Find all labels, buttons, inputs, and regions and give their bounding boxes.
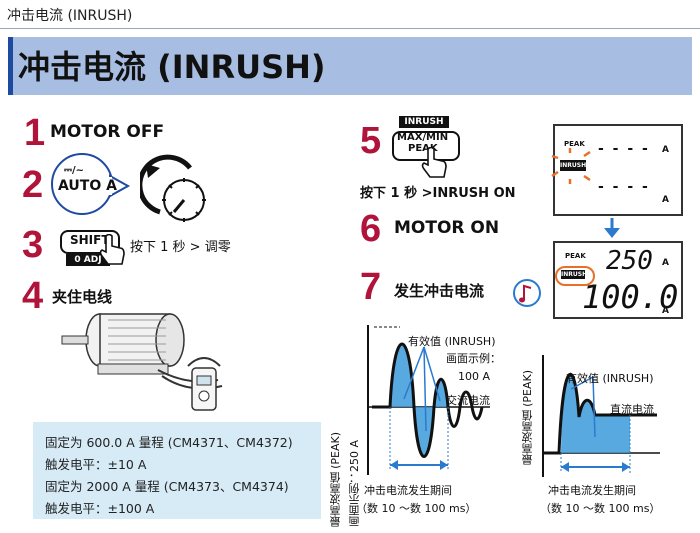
lcd-peak-label: PEAK [565,252,586,260]
ac-rms-example-value: 100 A [458,370,491,383]
step-5-number: 5 [360,120,382,162]
rotary-knob-icon [140,154,206,222]
lcd-unit-bottom: A [662,306,669,316]
info-line: 触发电平：±10 A [45,457,147,472]
range-info-box [33,422,321,519]
info-line: 触发电平：±100 A [45,501,155,516]
info-line: 固定为 600.0 A 量程 (CM4371、CM4372) [45,435,293,450]
max-min-peak-key [392,131,460,161]
lcd-peak-label: PEAK [564,140,585,148]
ac-inrush-waveform [367,325,490,475]
dc-inrush-waveform [542,355,660,477]
dc-x-range: （数 10 ～数 100 ms） [540,502,661,515]
breadcrumb: 冲击电流 (INRUSH) [7,8,133,24]
finger-press-icon [99,234,125,265]
lcd-inrush-tag: INRUSH [561,270,588,279]
step-4-number: 4 [22,275,44,317]
lcd-unit-top: A [662,258,669,268]
step-3-number: 3 [22,224,44,266]
ac-y-label: 最高波高值 (PEAK) [329,432,342,528]
info-line: 固定为 2000 A 量程 (CM4373、CM4374) [45,479,289,494]
dc-y-label: 最高波高值 (PEAK) [521,370,534,466]
lcd-unit-top: A [662,145,669,155]
auto-a-dial-icon [50,153,131,215]
arrow-down-icon [604,218,620,238]
divider [0,28,700,29]
ac-rms-label: 有效值 (INRUSH) [408,335,496,348]
lcd-bottom-digits: - - - - [598,179,650,195]
shift-key-label: SHIFT [70,233,110,247]
lcd-top-digits: - - - - [598,141,650,157]
blink-indicator-icon [551,148,591,184]
motor-clamp-illustration [61,313,223,411]
zero-adj-tag: 0 ADJ [66,254,110,266]
ac-x-label: 冲击电流发生期间 [364,484,452,497]
step-1-number: 1 [24,112,46,154]
step-6-number: 6 [360,208,382,250]
step-2-number: 2 [22,164,44,206]
step-7-text: 发生冲击电流 [394,282,485,300]
lcd-inrush-value: 100.0 [582,278,679,316]
peak-label: PEAK [408,143,438,154]
lcd-unit-bottom: A [662,195,669,205]
dc-rms-label: 有效值 (INRUSH) [566,372,654,385]
inrush-key-tag: INRUSH [399,116,449,128]
finger-press-icon [421,147,447,178]
page-title: 冲击电流 (INRUSH) [18,48,326,86]
lcd-display-after [553,241,683,319]
ac-curve-label: 交流电流 [446,394,490,407]
step-3-text: 按下 1 秒 > 调零 [130,240,231,255]
step-5-text: 按下 1 秒 >INRUSH ON [360,186,516,201]
dial-top-symbol: ⎓/~ [64,165,85,176]
ac-rms-example: 画面示例： [446,352,501,365]
dc-curve-label: 直流电流 [610,403,654,416]
dial-auto-label: AUTO A [58,178,117,194]
lcd-inrush-tag: INRUSH [560,160,587,171]
max-min-label: MAX/MIN [397,132,449,143]
title-banner [8,37,692,95]
lcd-peak-value: 250 [606,246,653,276]
ac-x-range: （数 10 ～数 100 ms） [356,502,477,515]
step-6-text: MOTOR ON [394,218,500,238]
step-1-text: MOTOR OFF [50,122,165,142]
step-4-text: 夹住电线 [52,288,113,306]
beep-sound-icon [513,279,541,307]
dc-x-label: 冲击电流发生期间 [548,484,636,497]
step-7-number: 7 [360,266,382,308]
